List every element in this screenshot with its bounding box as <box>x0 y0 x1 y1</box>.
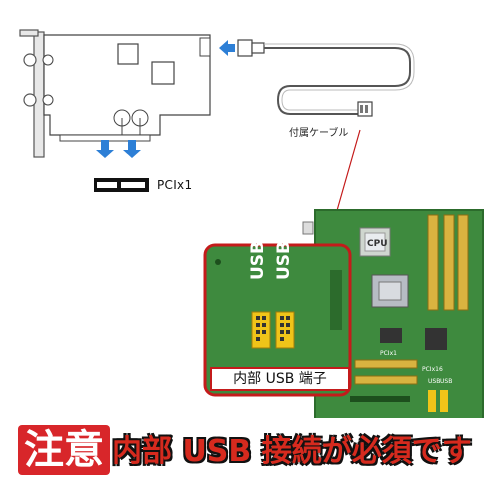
usb-small-label-2: USB <box>440 378 453 385</box>
internal-usb-caption: 内部 USB 端子 <box>210 367 350 391</box>
warning-text: 内部 USB 接続が必須です <box>112 434 472 469</box>
usb1-label: USB1 <box>248 229 268 280</box>
pci-slot <box>94 178 149 192</box>
pcie1-label: PCIx1 <box>380 350 397 357</box>
zoom-inset <box>203 243 352 397</box>
usb-cable <box>237 39 415 117</box>
usb2-label: USB2 <box>274 229 294 280</box>
insert-arrows <box>96 140 141 158</box>
pcie16-label: PCIx16 <box>422 366 443 373</box>
cable-label: 付属ケーブル <box>289 128 349 139</box>
pci-card <box>19 29 211 158</box>
cpu-label: CPU <box>367 239 388 249</box>
slot-label: PCIx1 <box>157 178 193 192</box>
cable-arrow <box>219 40 235 56</box>
caution-badge: 注意 <box>18 425 110 475</box>
usb-small-label-1: USB <box>428 378 441 385</box>
